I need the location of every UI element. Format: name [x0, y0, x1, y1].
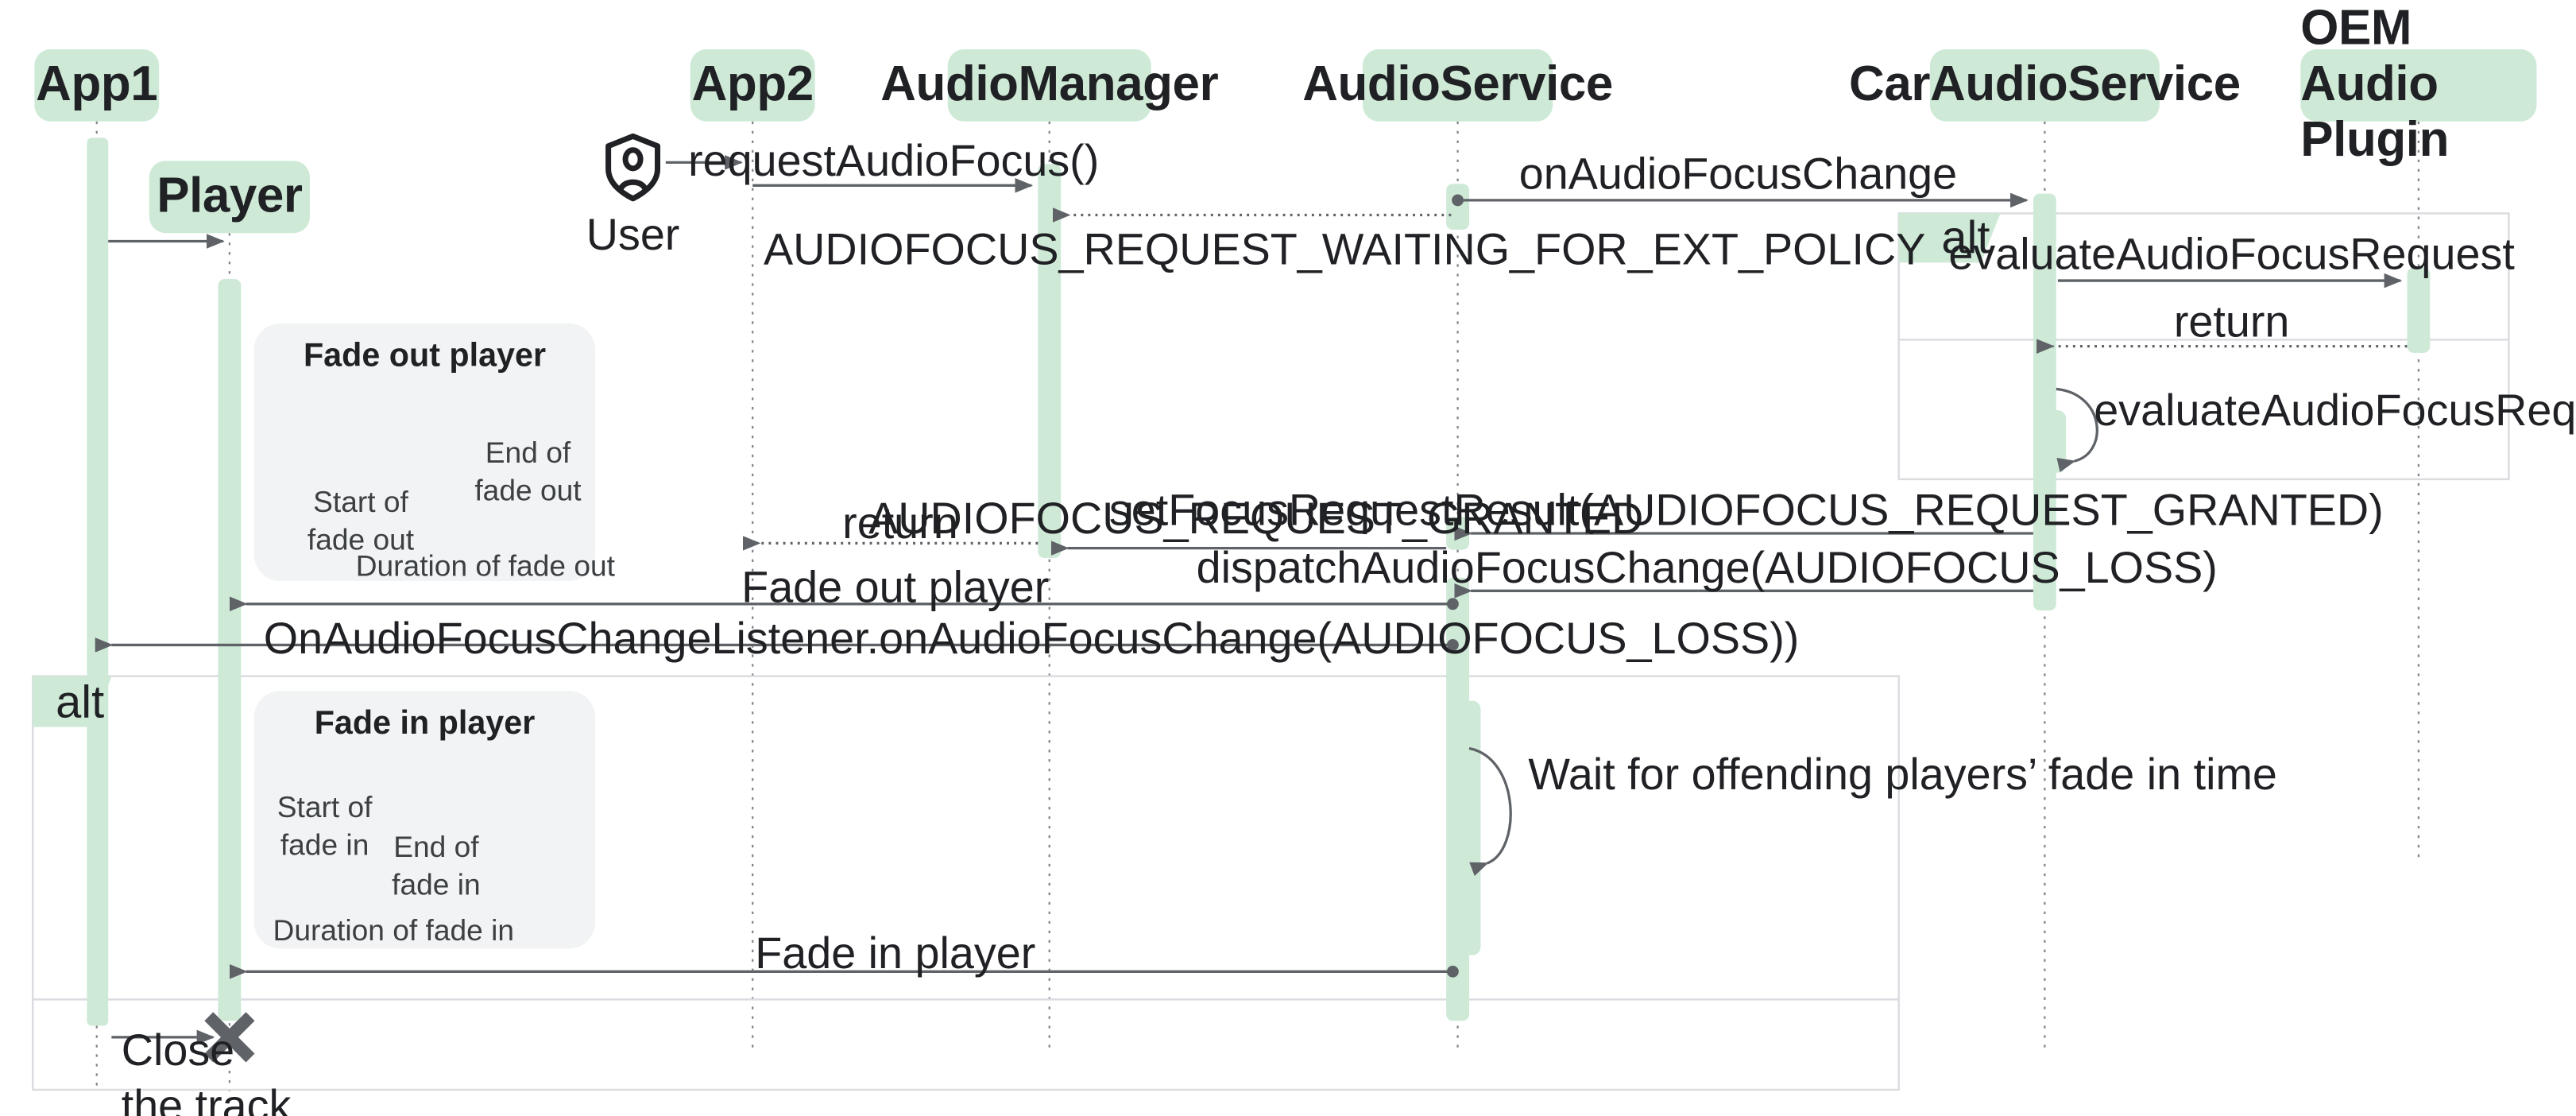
message-label-evaluate-internally: evaluateAudioFocusRequestInternally: [2094, 386, 2576, 436]
fade-out-note-title: Fade out player: [303, 338, 547, 374]
message-label-wait-fade-in: Wait for offending players’ fade in time: [1528, 750, 2277, 800]
arrow-evaluate-internally-self: [2056, 387, 2098, 473]
participant-label: CarAudioService: [1849, 57, 2241, 112]
participant-label: App2: [691, 57, 814, 112]
fade-out-note-card: [253, 323, 596, 581]
message-label-oem-return: return: [2173, 296, 2290, 347]
participant-label: AudioManager: [880, 57, 1219, 112]
message-label-audiomanager-return: return: [842, 498, 958, 548]
message-label-fade-out-player: Fade out player: [741, 563, 1050, 613]
message-arrows: [95, 155, 2408, 1045]
participant-oemplugin[interactable]: OEM Audio Plugin: [2300, 2, 2537, 168]
activation-player: [218, 279, 242, 1021]
fragment-label-alt-car: alt: [1941, 211, 1990, 263]
activation-bars: [87, 138, 2431, 1026]
message-label-setfocusrequestresult: setFocusRequestResult(AUDIOFOCUS_REQUEST…: [1108, 486, 2384, 536]
fade-in-duration-label: Duration of fade in: [273, 914, 515, 947]
fade-out-end-label: End of fade out: [474, 436, 582, 506]
participant-label: App1: [36, 57, 158, 112]
activation-audioservice-1: [1446, 184, 1470, 231]
participant-label: Player: [157, 169, 303, 223]
message-label-waiting-for-ext-policy: AUDIOFOCUS_REQUEST_WAITING_FOR_EXT_POLIC…: [764, 224, 1926, 274]
message-label-onaudiofocuschange: onAudioFocusChange: [1518, 149, 1958, 199]
participant-player[interactable]: Player: [149, 161, 311, 234]
participant-caraudioservice[interactable]: CarAudioService: [1849, 48, 2241, 122]
fade-out-start-label: Start of fade out: [307, 486, 415, 556]
fade-in-note-card: [253, 691, 596, 949]
activation-app1: [87, 138, 109, 1026]
activation-caraudioservice: [2033, 193, 2056, 611]
fade-out-duration-label: Duration of fade out: [355, 549, 615, 583]
activation-caraudioservice-nested: [2044, 410, 2067, 473]
fade-in-start-label: Start of fade in: [277, 791, 373, 861]
participant-audioservice[interactable]: AudioService: [1302, 48, 1613, 122]
fade-in-end-label: End of fade in: [392, 830, 481, 901]
activation-audioservice-nested: [1456, 700, 1481, 955]
activation-oemplugin: [2407, 267, 2431, 353]
message-label-evaluateaudiofocusrequest: evaluateAudioFocusRequest: [1948, 230, 2515, 279]
message-label-close-the-track: Close the track: [121, 1025, 292, 1116]
participant-label: AudioService: [1302, 57, 1613, 112]
arrow-wait-fade-in-self: [1468, 746, 1512, 877]
participant-app1[interactable]: App1: [34, 48, 160, 122]
message-label-audiofocus-request-granted: AUDIOFOCUS_REQUEST_GRANTED: [868, 494, 1644, 544]
message-label-fade-in-player: Fade in player: [755, 928, 1036, 978]
message-label-requestaudiofocus: requestAudioFocus(): [688, 136, 1100, 186]
participant-label: OEM Audio Plugin: [2300, 2, 2450, 168]
participant-app2[interactable]: App2: [690, 48, 815, 122]
activation-audiomanager: [1038, 164, 1062, 558]
message-label-dispatchaudiofocuschange: dispatchAudioFocusChange(AUDIOFOCUS_LOSS…: [1196, 543, 2218, 593]
fragment-label-alt-main: alt: [56, 675, 105, 727]
fade-in-note-title: Fade in player: [314, 705, 536, 742]
message-label-onaudiofocuschangelistener: OnAudioFocusChangeListener.onAudioFocusC…: [263, 614, 1800, 664]
actor-user-label: User: [586, 210, 680, 260]
destroy-x-icon: [204, 1012, 255, 1063]
participant-audiomanager[interactable]: AudioManager: [880, 48, 1219, 122]
user-shield-icon: [605, 133, 661, 202]
